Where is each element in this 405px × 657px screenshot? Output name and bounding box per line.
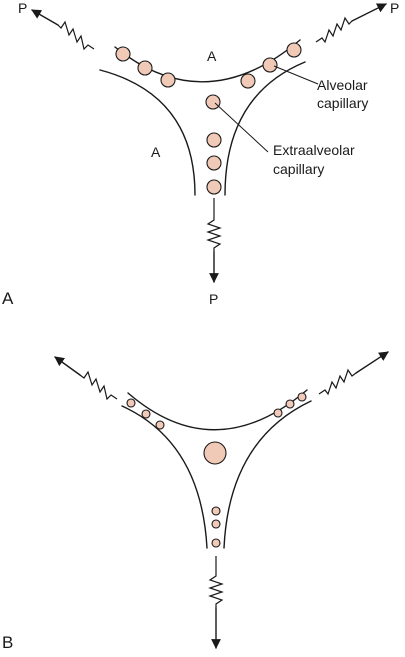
panel-a-left-spring [57,20,95,51]
red-cell [115,46,131,62]
panel-b-right-spring [318,368,357,396]
red-cell [206,132,222,148]
panel-a: P P P A A Alveolar capillary Extraalveol… [2,0,399,308]
callout-extraalveolar-line-1: Extraalveolar [273,142,355,158]
red-cell [203,441,227,465]
panel-b-left-arrow [54,356,81,376]
panel-b: B [2,351,389,652]
red-cell [155,420,165,430]
panel-b-left-wall [121,405,208,549]
panel-b-label: B [2,633,13,652]
panel-a-right-spring [315,16,353,44]
red-cell [205,94,221,110]
red-cell [211,538,221,548]
panel-a-left-arrow [31,9,59,26]
panel-a-pull-label-right: P [390,0,399,16]
red-cell [286,42,302,58]
callout-extraalveolar-line-2: capillary [273,161,324,177]
red-cell [211,519,221,529]
red-cell [160,72,176,88]
alveolar-leader-line [273,65,319,85]
red-cell [206,155,222,171]
panel-b-right-arrow [355,351,389,374]
callout-alveolar-line-1: Alveolar [317,77,368,93]
panel-a-right-arrow [351,3,387,22]
panel-a-pull-label-bottom: P [209,291,218,307]
alveolus-label-left: A [151,144,161,160]
panel-b-upper-wall [127,389,308,431]
panel-a-label: A [2,289,14,308]
red-cell [206,179,222,195]
red-cell [141,409,151,419]
panel-b-bottom-spring [208,556,224,608]
red-cell [273,408,283,418]
panel-a-pull-label-left: P [18,0,27,16]
callout-alveolar-line-2: capillary [317,95,368,111]
panel-a-upper-wall [114,39,301,83]
alveolus-label-top: A [207,48,217,64]
red-cell [137,60,153,76]
red-cell [285,399,295,409]
panel-b-right-wall [223,400,312,549]
red-cell [240,73,256,89]
red-cell [262,57,278,73]
red-cell [211,506,221,516]
panel-a-bottom-spring [206,198,222,252]
panel-b-left-spring [79,370,118,401]
extraalveolar-leader-line [214,102,269,153]
panel-a-left-wall [99,69,196,196]
red-cell [126,398,136,408]
red-cell [297,392,307,402]
